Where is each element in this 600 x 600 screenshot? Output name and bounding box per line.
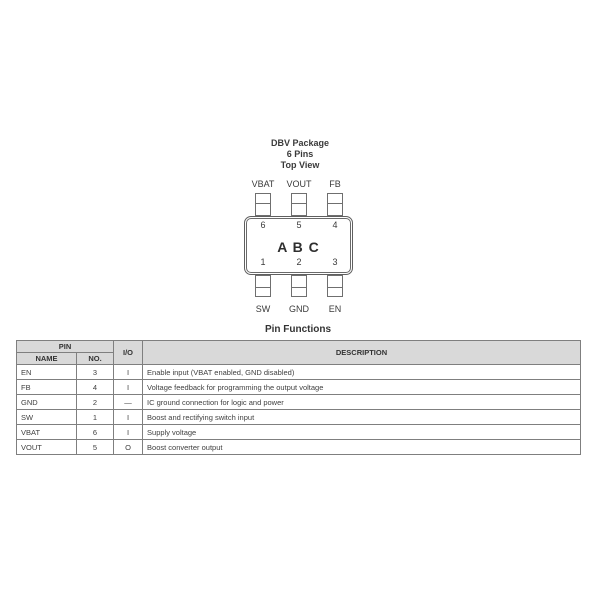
table-row-vbat: VBAT 6 I Supply voltage [16, 424, 582, 440]
pin-number-3: 3 [332, 257, 338, 267]
table-row-sw: SW 1 I Boost and rectifying switch input [16, 409, 582, 425]
package-marking: A B C [277, 239, 320, 255]
cell-no: 4 [75, 379, 115, 395]
pin-divider-line [292, 287, 306, 288]
pin-divider-line [328, 287, 342, 288]
pin-lead-4 [327, 193, 343, 216]
table-row-gnd: GND 2 — IC ground connection for logic a… [16, 394, 582, 410]
col-header-description: DESCRIPTION [142, 340, 582, 365]
col-header-name: NAME [16, 352, 77, 365]
pin-functions-title: Pin Functions [264, 324, 332, 335]
pin-number-1: 1 [260, 257, 266, 267]
table-row-fb: FB 4 I Voltage feedback for programming … [16, 379, 582, 395]
cell-io: I [113, 409, 144, 425]
cell-description: Voltage feedback for programming the out… [142, 379, 582, 395]
col-header-io: I/O [113, 340, 144, 365]
col-header-no: NO. [75, 352, 115, 365]
pin-lead-5 [291, 193, 307, 216]
package-title: DBV Package 6 Pins Top View [244, 138, 356, 171]
package-title-view: Top View [280, 160, 320, 170]
package-body-inner-border [246, 218, 351, 273]
pin-label-vbat: VBAT [251, 179, 275, 189]
pin-label-en: EN [328, 304, 342, 314]
pin-number-5: 5 [296, 220, 302, 230]
cell-no: 1 [75, 409, 115, 425]
cell-name: EN [16, 364, 77, 380]
cell-io: I [113, 424, 144, 440]
cell-io: I [113, 379, 144, 395]
pin-divider-line [292, 203, 306, 204]
pin-number-4: 4 [332, 220, 338, 230]
cell-name: VBAT [16, 424, 77, 440]
cell-description: Boost converter output [142, 439, 582, 455]
pin-label-sw: SW [255, 304, 271, 314]
cell-name: SW [16, 409, 77, 425]
pin-lead-2 [291, 275, 307, 297]
pin-functions-table: PIN I/O DESCRIPTION NAME NO. EN 3 I Enab… [15, 340, 582, 455]
package-title-name: DBV Package [270, 138, 330, 148]
pin-number-6: 6 [260, 220, 266, 230]
cell-description: IC ground connection for logic and power [142, 394, 582, 410]
pin-lead-3 [327, 275, 343, 297]
cell-description: Enable input (VBAT enabled, GND disabled… [142, 364, 582, 380]
cell-name: GND [16, 394, 77, 410]
pin-lead-6 [255, 193, 271, 216]
table-row-en: EN 3 I Enable input (VBAT enabled, GND d… [16, 364, 582, 380]
cell-description: Boost and rectifying switch input [142, 409, 582, 425]
cell-io: I [113, 364, 144, 380]
pin-label-vout: VOUT [286, 179, 312, 189]
cell-io: O [113, 439, 144, 455]
cell-no: 3 [75, 364, 115, 380]
table-row-vout: VOUT 5 O Boost converter output [16, 439, 582, 455]
cell-no: 6 [75, 424, 115, 440]
pin-divider-line [256, 287, 270, 288]
cell-name: VOUT [16, 439, 77, 455]
cell-no: 5 [75, 439, 115, 455]
cell-io: — [113, 394, 144, 410]
pin-divider-line [328, 203, 342, 204]
package-body [244, 216, 353, 275]
cell-no: 2 [75, 394, 115, 410]
package-title-pins: 6 Pins [286, 149, 314, 159]
pin-label-gnd: GND [289, 304, 309, 314]
pin-number-2: 2 [296, 257, 302, 267]
pin-label-fb: FB [329, 179, 341, 189]
cell-description: Supply voltage [142, 424, 582, 440]
pin-divider-line [256, 203, 270, 204]
col-header-pin: PIN [15, 340, 115, 353]
pin-lead-1 [255, 275, 271, 297]
cell-name: FB [16, 379, 77, 395]
